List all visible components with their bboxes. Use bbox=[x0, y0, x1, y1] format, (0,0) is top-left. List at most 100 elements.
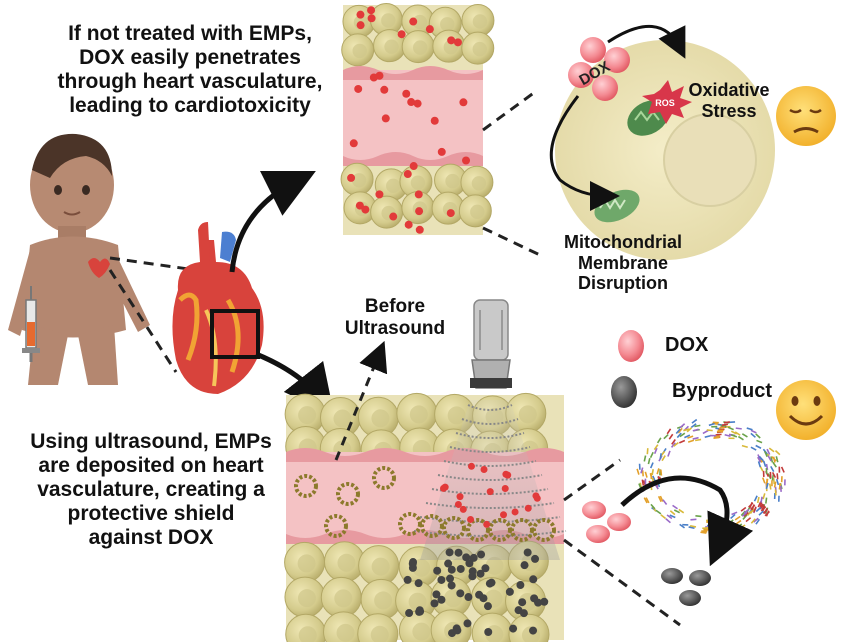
protein-strand bbox=[715, 526, 722, 529]
syringe-icon bbox=[22, 286, 40, 362]
label-line: Ultrasound bbox=[344, 317, 446, 339]
vessel-untreated bbox=[340, 2, 495, 235]
before-ultrasound-label: Before Ultrasound bbox=[332, 296, 458, 339]
protein-strand bbox=[724, 433, 731, 438]
protein-strand bbox=[660, 469, 663, 476]
protein-strand bbox=[684, 434, 691, 439]
byproduct-particle bbox=[444, 559, 453, 568]
cell-nucleus bbox=[298, 626, 317, 642]
protein-strand bbox=[762, 508, 769, 514]
protein-strand bbox=[672, 504, 678, 510]
cell-nucleus bbox=[440, 17, 455, 32]
dox-particle bbox=[446, 209, 455, 218]
protein-strand bbox=[737, 435, 744, 441]
protein-strand bbox=[643, 497, 648, 504]
cell-nucleus bbox=[297, 554, 316, 573]
dox-particle bbox=[397, 30, 406, 39]
byproduct-particle bbox=[519, 609, 528, 618]
caption-line: against DOX bbox=[88, 525, 214, 549]
protein-strand bbox=[755, 433, 761, 439]
dox-particle bbox=[407, 98, 416, 107]
protein-strand bbox=[688, 526, 695, 530]
dox-particle bbox=[369, 73, 378, 82]
legend-dox-label: DOX bbox=[665, 334, 709, 356]
protein-strand bbox=[649, 451, 654, 459]
protein-strand bbox=[778, 483, 782, 490]
protein-strand bbox=[768, 447, 775, 453]
sad-face-icon bbox=[776, 86, 836, 146]
protein-strand bbox=[666, 514, 673, 520]
heart-illustration bbox=[172, 222, 264, 394]
cell-nucleus bbox=[337, 553, 356, 572]
byproduct-particle bbox=[487, 578, 496, 587]
byproduct-particle bbox=[477, 550, 486, 559]
byproduct-particle bbox=[409, 558, 418, 567]
protein-strand bbox=[750, 432, 756, 438]
protein-strand bbox=[765, 478, 769, 485]
byproduct-particle bbox=[464, 593, 473, 602]
byproduct-particle bbox=[403, 575, 412, 584]
byproduct-particle bbox=[405, 609, 414, 618]
protein-strand bbox=[677, 427, 683, 434]
emp-particle bbox=[372, 466, 396, 490]
ultrasound-wave bbox=[425, 502, 555, 509]
byproduct-particle bbox=[520, 561, 529, 570]
byproduct-particle bbox=[540, 597, 549, 606]
cell-nucleus bbox=[408, 592, 427, 611]
dox-particle bbox=[415, 207, 424, 216]
emp-particle bbox=[442, 516, 466, 540]
cell-nucleus bbox=[445, 173, 460, 189]
protein-strand bbox=[673, 509, 681, 514]
protein-strand bbox=[708, 422, 715, 427]
dox-particle bbox=[467, 515, 475, 523]
cell-nucleus bbox=[297, 589, 316, 608]
byproduct-particle bbox=[468, 572, 477, 581]
protein-strand bbox=[660, 514, 667, 520]
cell-nucleus bbox=[518, 405, 537, 424]
dox-particle bbox=[425, 25, 434, 34]
protein-strand bbox=[771, 471, 777, 479]
label-line: Membrane bbox=[577, 252, 669, 273]
protein-strand bbox=[649, 462, 654, 469]
protein-strand bbox=[755, 518, 761, 525]
dox-particle bbox=[403, 170, 412, 179]
protein-strand bbox=[695, 438, 702, 442]
protein-strand bbox=[687, 435, 694, 439]
protein-strand bbox=[679, 423, 686, 429]
protein-strand bbox=[704, 434, 711, 438]
dox-particle bbox=[459, 98, 468, 107]
ultrasound-wave bbox=[449, 446, 531, 453]
protein-strand bbox=[775, 478, 780, 486]
emp-particle bbox=[398, 512, 422, 536]
byproduct-particle bbox=[509, 624, 518, 633]
protein-strand bbox=[667, 450, 671, 457]
dox-particle bbox=[356, 21, 365, 30]
protein-strand bbox=[763, 450, 768, 458]
byproduct-particle bbox=[445, 548, 454, 557]
label-line: Before bbox=[364, 296, 426, 317]
protein-strand bbox=[773, 481, 777, 488]
protein-strand bbox=[730, 434, 738, 438]
dox-particle bbox=[486, 488, 494, 496]
byproduct-particle bbox=[454, 548, 463, 557]
protein-strand bbox=[758, 455, 764, 462]
dox-particle bbox=[447, 36, 456, 45]
protein-strand bbox=[758, 510, 764, 516]
dox-particle bbox=[381, 114, 390, 123]
protein-strand bbox=[702, 429, 709, 435]
byproduct-particle bbox=[430, 599, 439, 608]
protein-strand bbox=[675, 428, 681, 434]
cell-nucleus bbox=[381, 13, 396, 28]
byproduct-particle bbox=[415, 606, 424, 615]
protein-strand bbox=[678, 508, 685, 514]
protein-strand bbox=[645, 497, 650, 504]
protein-strand bbox=[670, 442, 676, 448]
dox-particle bbox=[409, 17, 418, 26]
protein-strand bbox=[730, 430, 737, 435]
protein-strand bbox=[653, 444, 659, 451]
byproduct-particle bbox=[432, 590, 441, 599]
cell-nucleus bbox=[412, 14, 428, 30]
protein-strand bbox=[770, 465, 775, 473]
dox-particle bbox=[389, 212, 398, 221]
dox-particle bbox=[456, 493, 464, 501]
